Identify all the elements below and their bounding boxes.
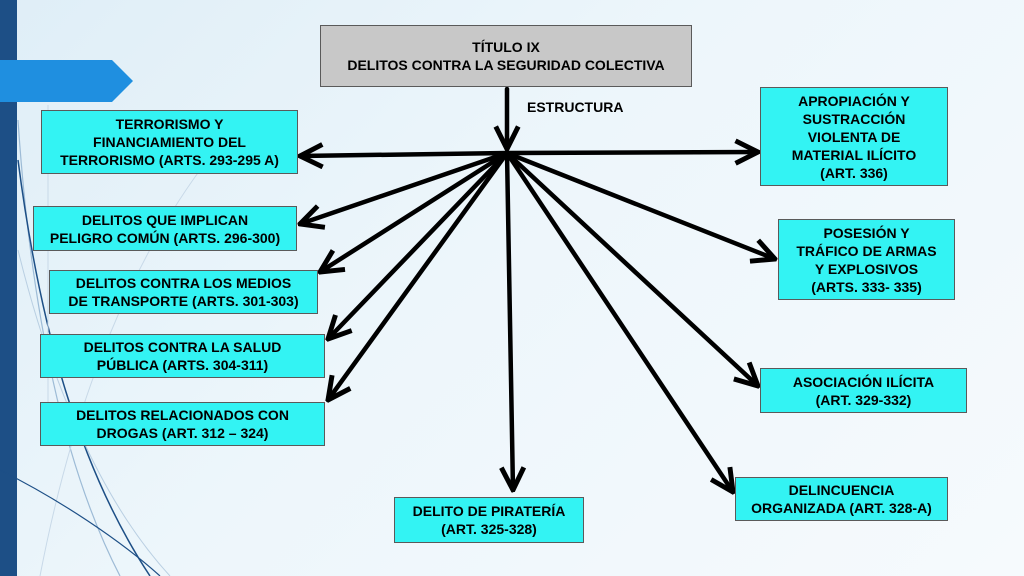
arrow-to-delincuencia — [504, 150, 733, 492]
node-text-line: DE TRANSPORTE (ARTS. 301-303) — [68, 293, 299, 309]
arrow-to-pirateria — [507, 150, 513, 490]
node-drogas: DELITOS RELACIONADOS CON DROGAS (ART. 31… — [40, 402, 325, 446]
arrow-to-salud-publica — [328, 150, 510, 339]
node-text-line: ASOCIACIÓN ILÍCITA — [792, 373, 935, 390]
node-text-line: POSESIÓN Y — [823, 224, 910, 241]
arrow-to-asociacion-ilicita — [504, 150, 758, 386]
node-text-line: DELITOS CONTRA LA SALUD — [83, 339, 282, 355]
node-text-line: VIOLENTA DE — [807, 128, 901, 145]
node-apropiacion: APROPIACIÓN Y SUSTRACCIÓN VIOLENTA DE MA… — [760, 87, 948, 186]
node-text-line: (ART. 325-328) — [441, 521, 537, 537]
arrow-to-terrorismo — [300, 153, 510, 156]
node-text-line: PÚBLICA (ARTS. 304-311) — [96, 357, 269, 373]
title-box: TÍTULO IX DELITOS CONTRA LA SEGURIDAD CO… — [320, 25, 692, 87]
node-text-line: (ART. 329-332) — [815, 391, 912, 408]
node-pirateria: DELITO DE PIRATERÍA (ART. 325-328) — [394, 497, 584, 543]
node-text-line: ORGANIZADA (ART. 328-A) — [751, 500, 932, 516]
node-text-line: SUSTRACCIÓN — [802, 110, 906, 127]
node-text-line: DROGAS (ART. 312 – 324) — [96, 425, 269, 441]
node-text-line: DELITOS QUE IMPLICAN — [81, 211, 249, 228]
left-accent-bar — [0, 0, 17, 576]
node-text-line: TERRORISMO Y — [115, 116, 224, 132]
node-text-line: (ART. 336) — [820, 164, 888, 181]
arrow-to-medios-transporte — [320, 150, 510, 272]
node-text-line: FINANCIAMIENTO DEL — [93, 134, 246, 150]
title-line-2: DELITOS CONTRA LA SEGURIDAD COLECTIVA — [347, 57, 665, 73]
node-text-line: Y EXPLOSIVOS — [814, 260, 919, 277]
estructura-label: ESTRUCTURA — [527, 99, 624, 115]
node-text-line: TRÁFICO DE ARMAS — [796, 242, 937, 259]
arrow-to-drogas — [328, 150, 510, 400]
node-medios-transporte: DELITOS CONTRA LOS MEDIOS DE TRANSPORTE … — [49, 270, 318, 314]
node-delincuencia: DELINCUENCIA ORGANIZADA (ART. 328-A) — [735, 477, 948, 521]
arrow-to-peligro-comun — [300, 150, 510, 224]
node-text-line: PELIGRO COMÚN (ARTS. 296-300) — [49, 229, 281, 246]
node-text-line: (ARTS. 333- 335) — [811, 278, 922, 295]
node-terrorismo: TERRORISMO Y FINANCIAMIENTO DEL TERRORIS… — [41, 110, 298, 174]
node-posesion-armas: POSESIÓN Y TRÁFICO DE ARMAS Y EXPLOSIVOS… — [778, 219, 955, 300]
node-text-line: APROPIACIÓN Y — [798, 92, 910, 109]
arrow-to-posesion-armas — [504, 150, 775, 259]
node-text-line: DELINCUENCIA — [788, 482, 895, 498]
node-text-line: DELITOS CONTRA LOS MEDIOS — [75, 275, 292, 291]
node-salud-publica: DELITOS CONTRA LA SALUD PÚBLICA (ARTS. 3… — [40, 334, 325, 378]
arrow-to-apropiacion — [504, 152, 758, 153]
node-asociacion-ilicita: ASOCIACIÓN ILÍCITA (ART. 329-332) — [760, 368, 967, 413]
node-text-line: TERRORISMO (ARTS. 293-295 A) — [60, 152, 279, 168]
title-line-1: TÍTULO IX — [472, 39, 540, 55]
node-text-line: DELITO DE PIRATERÍA — [412, 503, 566, 519]
node-text-line: MATERIAL ILÍCITO — [791, 146, 917, 163]
node-peligro-comun: DELITOS QUE IMPLICAN PELIGRO COMÚN (ARTS… — [33, 206, 297, 251]
node-text-line: DELITOS RELACIONADOS CON — [76, 407, 289, 423]
